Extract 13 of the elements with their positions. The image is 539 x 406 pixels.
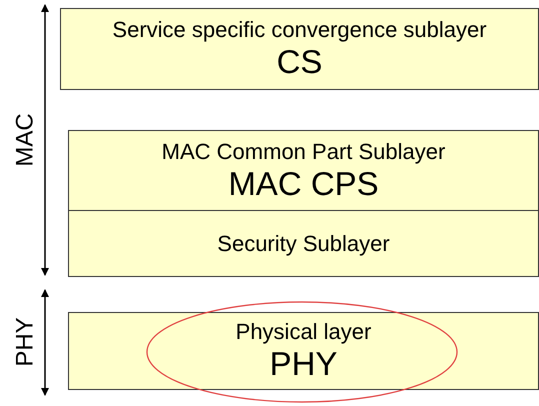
layer-group-label: MAC bbox=[11, 113, 40, 167]
layer-name: Physical layer bbox=[236, 319, 372, 345]
layer-group-label: PHY bbox=[11, 317, 40, 367]
layer-abbreviation: PHY bbox=[270, 345, 338, 383]
layer-name: Security Sublayer bbox=[217, 230, 390, 256]
layer-name: MAC Common Part Sublayer bbox=[162, 138, 446, 164]
layer-abbreviation: CS bbox=[276, 43, 322, 81]
layer-box bbox=[60, 8, 539, 90]
layer-box bbox=[68, 130, 539, 211]
layer-box bbox=[68, 312, 539, 390]
layer-name: Service specific convergence sublayer bbox=[112, 17, 487, 43]
layer-box bbox=[68, 210, 539, 277]
layer-abbreviation: MAC CPS bbox=[228, 164, 379, 202]
